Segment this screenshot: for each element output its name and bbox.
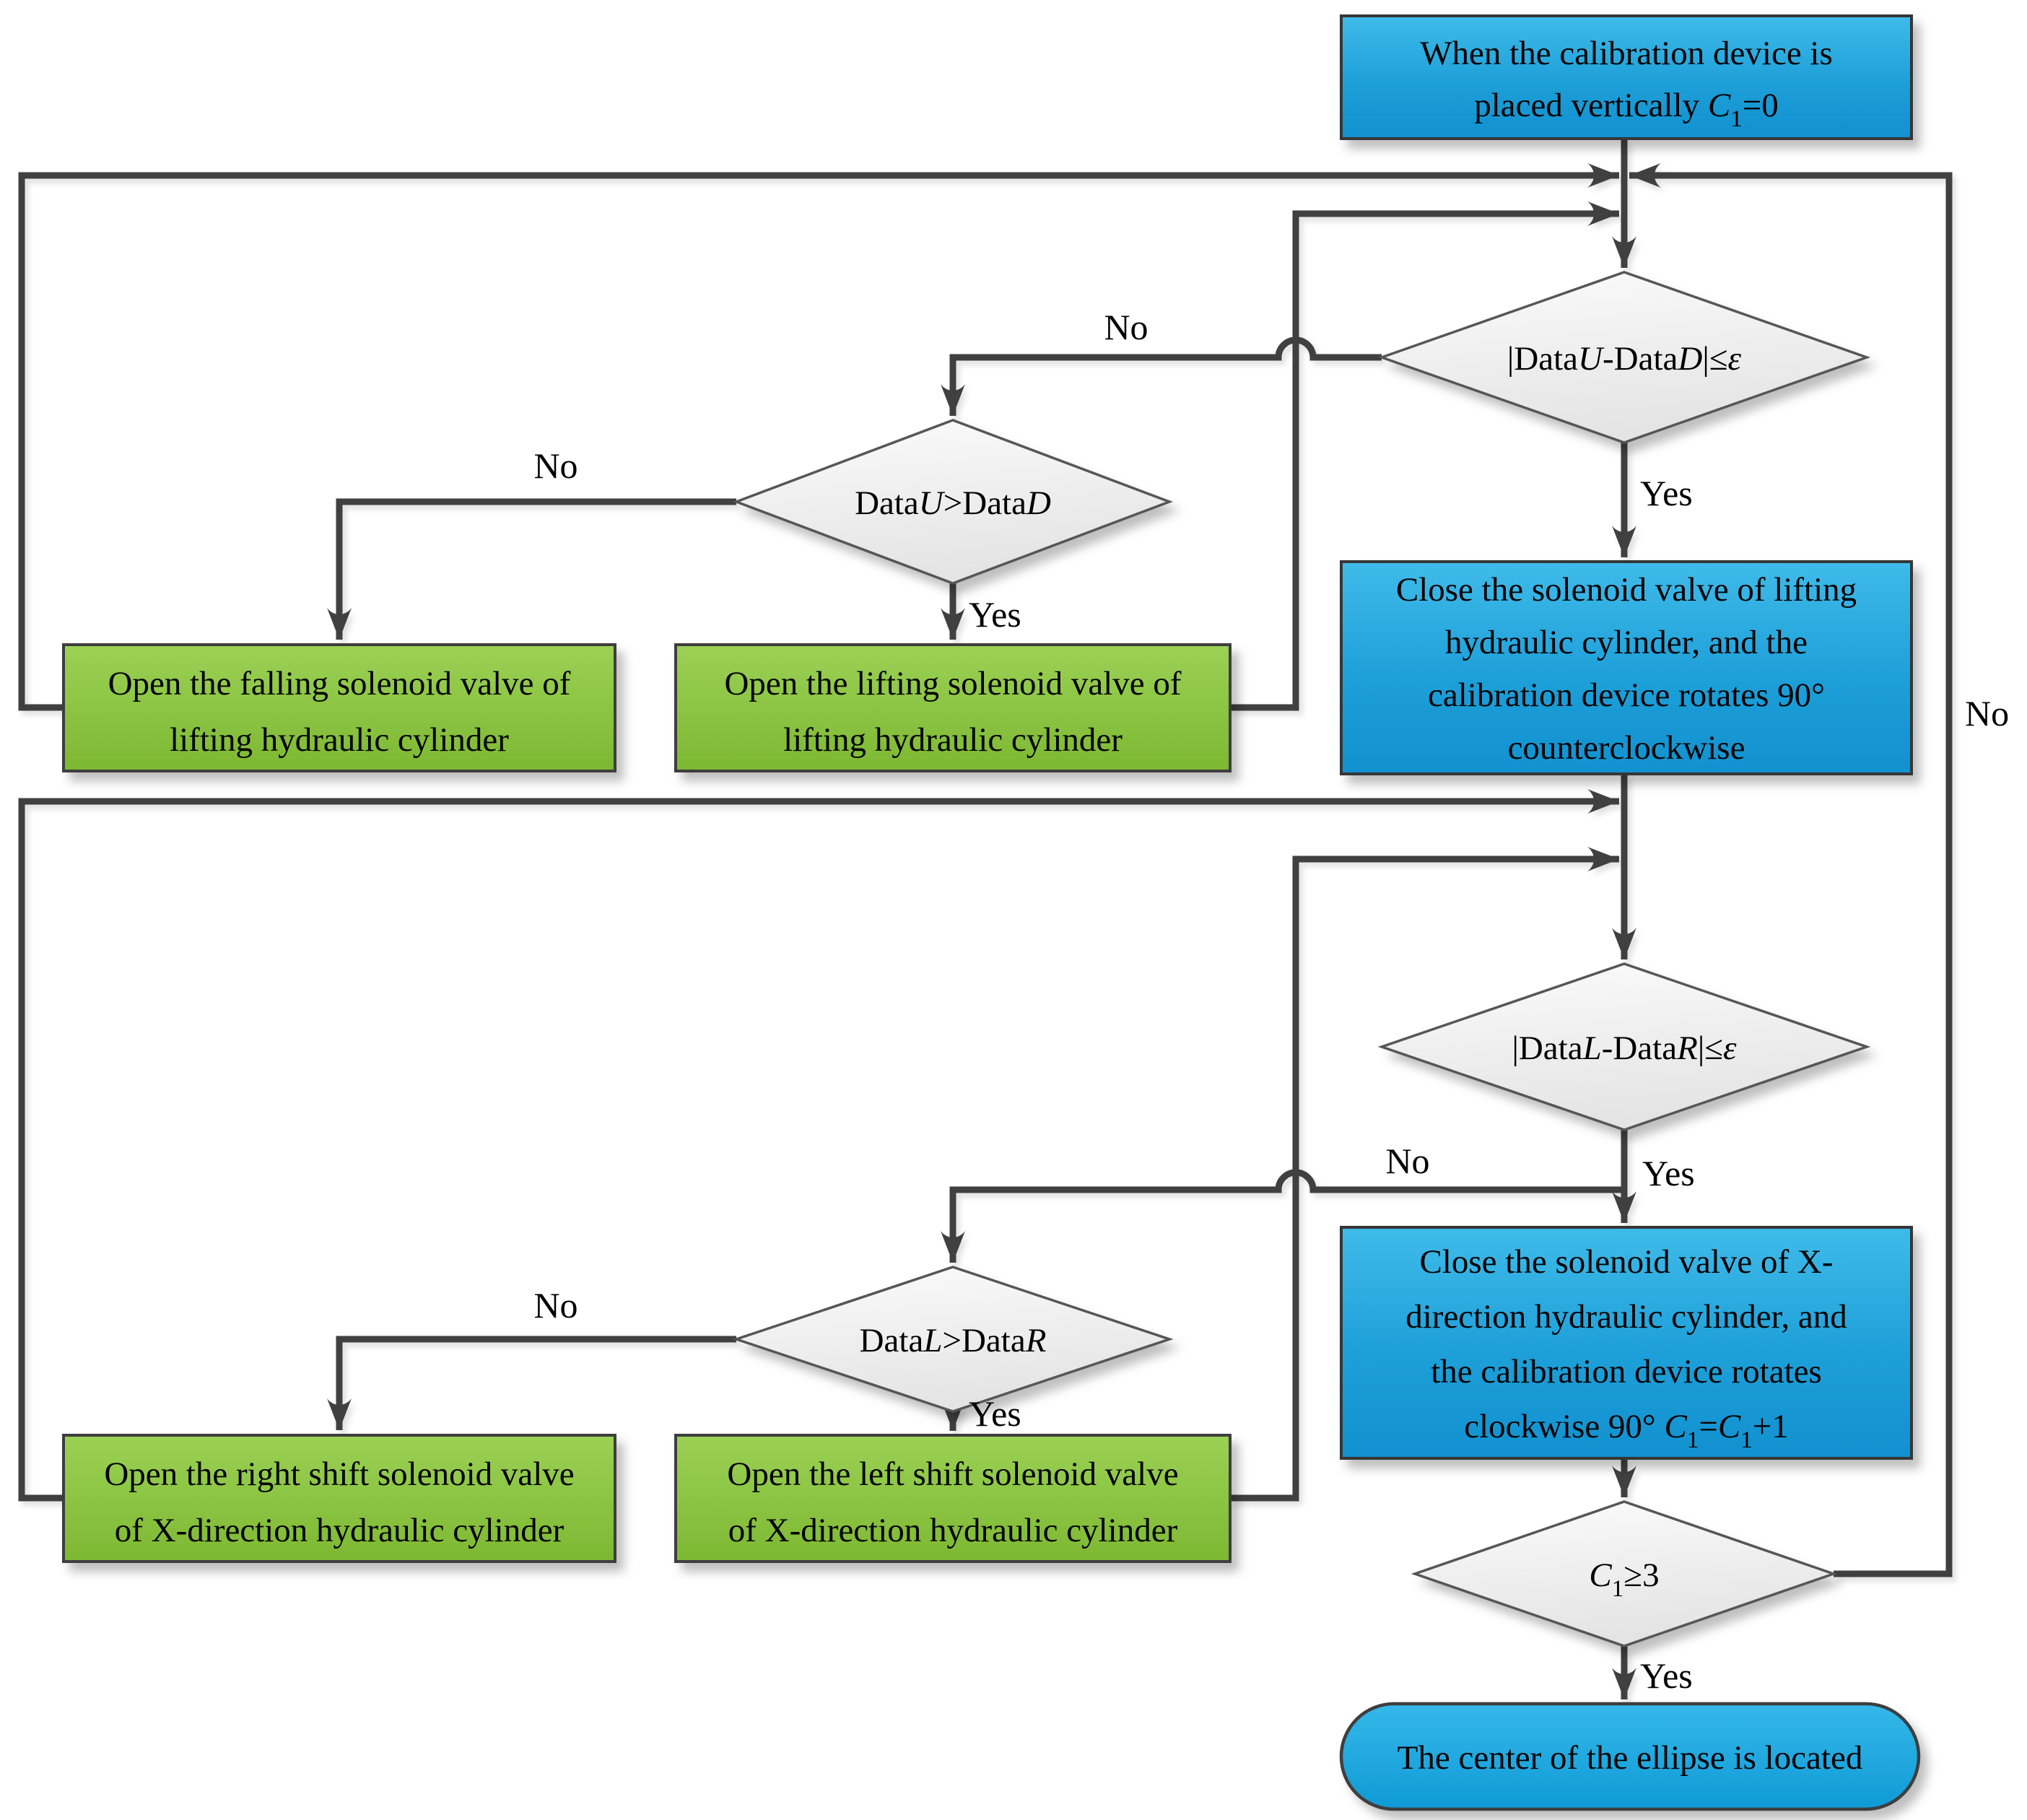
edge-check-lr-gt-no xyxy=(327,1336,736,1430)
node-open-left-line2: of X-direction hydraulic cylinder xyxy=(728,1512,1178,1549)
edge-open-right-return xyxy=(18,789,1619,1502)
label-check-lr-gt-yes: Yes xyxy=(969,1393,1021,1434)
node-close-lifting-line4: counterclockwise xyxy=(1508,729,1745,767)
node-open-right-line2: of X-direction hydraulic cylinder xyxy=(115,1512,564,1549)
node-close-lifting-line2: hydraulic cylinder, and the xyxy=(1445,624,1808,661)
action-box xyxy=(674,643,1232,772)
label-check-count-no: No xyxy=(1965,693,2009,733)
edge-check-ud-gt-no xyxy=(327,498,736,640)
node-check-ud-gt-text: DataU>DataD xyxy=(855,484,1051,522)
node-start: When the calibration device is placed ve… xyxy=(1340,14,1913,140)
decision-diamond xyxy=(733,419,1173,585)
branch-labels: No Yes No Yes No Yes No Yes No Yes xyxy=(533,307,2009,1696)
node-open-left-line1: Open the left shift solenoid valve xyxy=(727,1455,1178,1493)
node-open-lifting-line2: lifting hydraulic cylinder xyxy=(783,721,1123,759)
node-end: The center of the ellipse is located xyxy=(1339,1702,1921,1811)
node-close-lifting-line1: Close the solenoid valve of lifting xyxy=(1396,571,1857,609)
node-open-lifting-line1: Open the lifting solenoid valve of xyxy=(724,665,1181,702)
node-close-x: Close the solenoid valve of X- direction… xyxy=(1340,1226,1913,1460)
node-open-falling: Open the falling solenoid valve of lifti… xyxy=(62,643,616,772)
node-open-right: Open the right shift solenoid valve of X… xyxy=(62,1434,616,1563)
node-open-lifting: Open the lifting solenoid valve of lifti… xyxy=(674,643,1232,772)
node-start-line2: placed vertically C1=0 xyxy=(1474,87,1778,132)
node-open-falling-line1: Open the falling solenoid valve of xyxy=(108,665,571,702)
edge-check-count-no-return xyxy=(1629,163,1953,1577)
edge-check-ud-no xyxy=(941,336,1382,416)
node-close-x-line4: clockwise 90° C1=C1+1 xyxy=(1464,1408,1788,1453)
node-check-lr: |DataL-DataR|≤ε xyxy=(1377,962,1871,1131)
decision-diamond xyxy=(1411,1500,1838,1647)
label-check-count-yes: Yes xyxy=(1640,1655,1693,1696)
edge-open-lifting-return xyxy=(1230,201,1619,711)
label-check-ud-gt-no: No xyxy=(533,445,577,486)
node-close-x-line3: the calibration device rotates xyxy=(1431,1353,1822,1390)
process-box xyxy=(1340,560,1913,775)
action-box xyxy=(62,1434,616,1563)
edge-open-falling-return xyxy=(18,163,1619,711)
process-box xyxy=(1340,1226,1913,1460)
node-check-ud: |DataU-DataD|≤ε xyxy=(1377,271,1871,444)
decision-diamond xyxy=(1377,962,1871,1131)
node-close-x-line1: Close the solenoid valve of X- xyxy=(1419,1243,1833,1281)
node-close-lifting-line3: calibration device rotates 90° xyxy=(1428,676,1825,714)
node-check-lr-gt: DataL>DataR xyxy=(732,1266,1174,1413)
label-check-ud-yes: Yes xyxy=(1640,473,1693,513)
decision-diamond xyxy=(732,1266,1174,1413)
label-check-lr-no: No xyxy=(1385,1141,1429,1181)
connectors xyxy=(18,139,1953,1699)
node-close-lifting: Close the solenoid valve of lifting hydr… xyxy=(1340,560,1913,775)
node-check-count-text: C1≥3 xyxy=(1589,1556,1659,1602)
label-check-ud-gt-yes: Yes xyxy=(969,594,1021,635)
label-check-lr-yes: Yes xyxy=(1642,1153,1695,1193)
node-open-right-line1: Open the right shift solenoid valve xyxy=(104,1455,574,1493)
node-end-line1: The center of the ellipse is located xyxy=(1398,1739,1863,1777)
label-check-lr-gt-no: No xyxy=(533,1285,577,1325)
edge-open-left-return xyxy=(1230,847,1619,1502)
node-check-count: C1≥3 xyxy=(1411,1500,1838,1647)
node-check-ud-text: |DataU-DataD|≤ε xyxy=(1507,340,1742,378)
edge-check-lr-no xyxy=(941,1169,1624,1263)
node-start-line1: When the calibration device is xyxy=(1420,35,1833,72)
decision-diamond xyxy=(1377,271,1871,444)
node-close-x-line2: direction hydraulic cylinder, and xyxy=(1405,1298,1847,1336)
node-open-falling-line2: lifting hydraulic cylinder xyxy=(170,721,509,759)
action-box xyxy=(674,1434,1232,1563)
node-check-ud-gt: DataU>DataD xyxy=(733,419,1173,585)
process-box xyxy=(1340,14,1913,140)
node-open-left: Open the left shift solenoid valve of X-… xyxy=(674,1434,1232,1563)
node-check-lr-text: |DataL-DataR|≤ε xyxy=(1512,1029,1737,1067)
action-box xyxy=(62,643,616,772)
node-check-lr-gt-text: DataL>DataR xyxy=(860,1322,1047,1359)
label-check-ud-no: No xyxy=(1104,307,1148,347)
terminator-pill xyxy=(1339,1702,1921,1811)
